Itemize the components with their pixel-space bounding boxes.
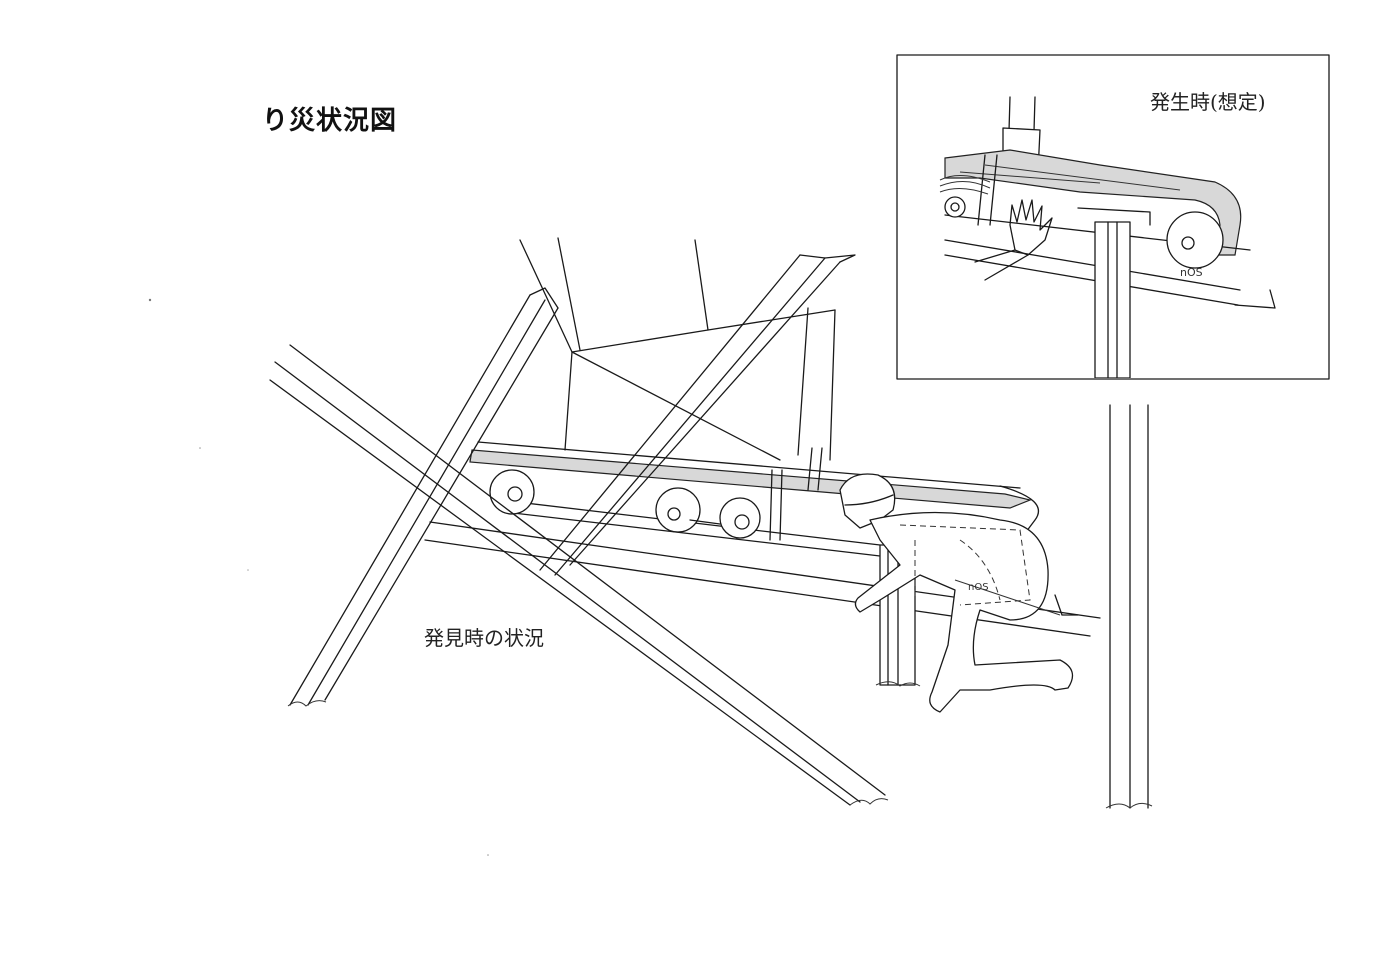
- scan-specks: [148, 298, 489, 856]
- main-scene: nOS: [269, 237, 1153, 809]
- rising-beam-center: [539, 254, 856, 576]
- diagonal-beam-long: [269, 344, 889, 806]
- hopper: [519, 237, 836, 461]
- rising-beam-left: [287, 287, 559, 707]
- worker-figure: nOS: [839, 473, 1079, 713]
- belt-post: [769, 447, 823, 541]
- conveyor-rollers: [489, 469, 761, 539]
- diagram-title: り災状況図: [262, 106, 398, 136]
- inset-gear-label: nOS: [1180, 266, 1203, 279]
- inset-caption: 発生時(想定): [1150, 90, 1266, 114]
- small-gear-label: nOS: [968, 582, 989, 593]
- inset-scene: nOS: [939, 96, 1276, 378]
- right-column: [1105, 404, 1153, 809]
- inset-box: nOS: [896, 54, 1330, 380]
- main-caption: 発見時の状況: [424, 626, 544, 650]
